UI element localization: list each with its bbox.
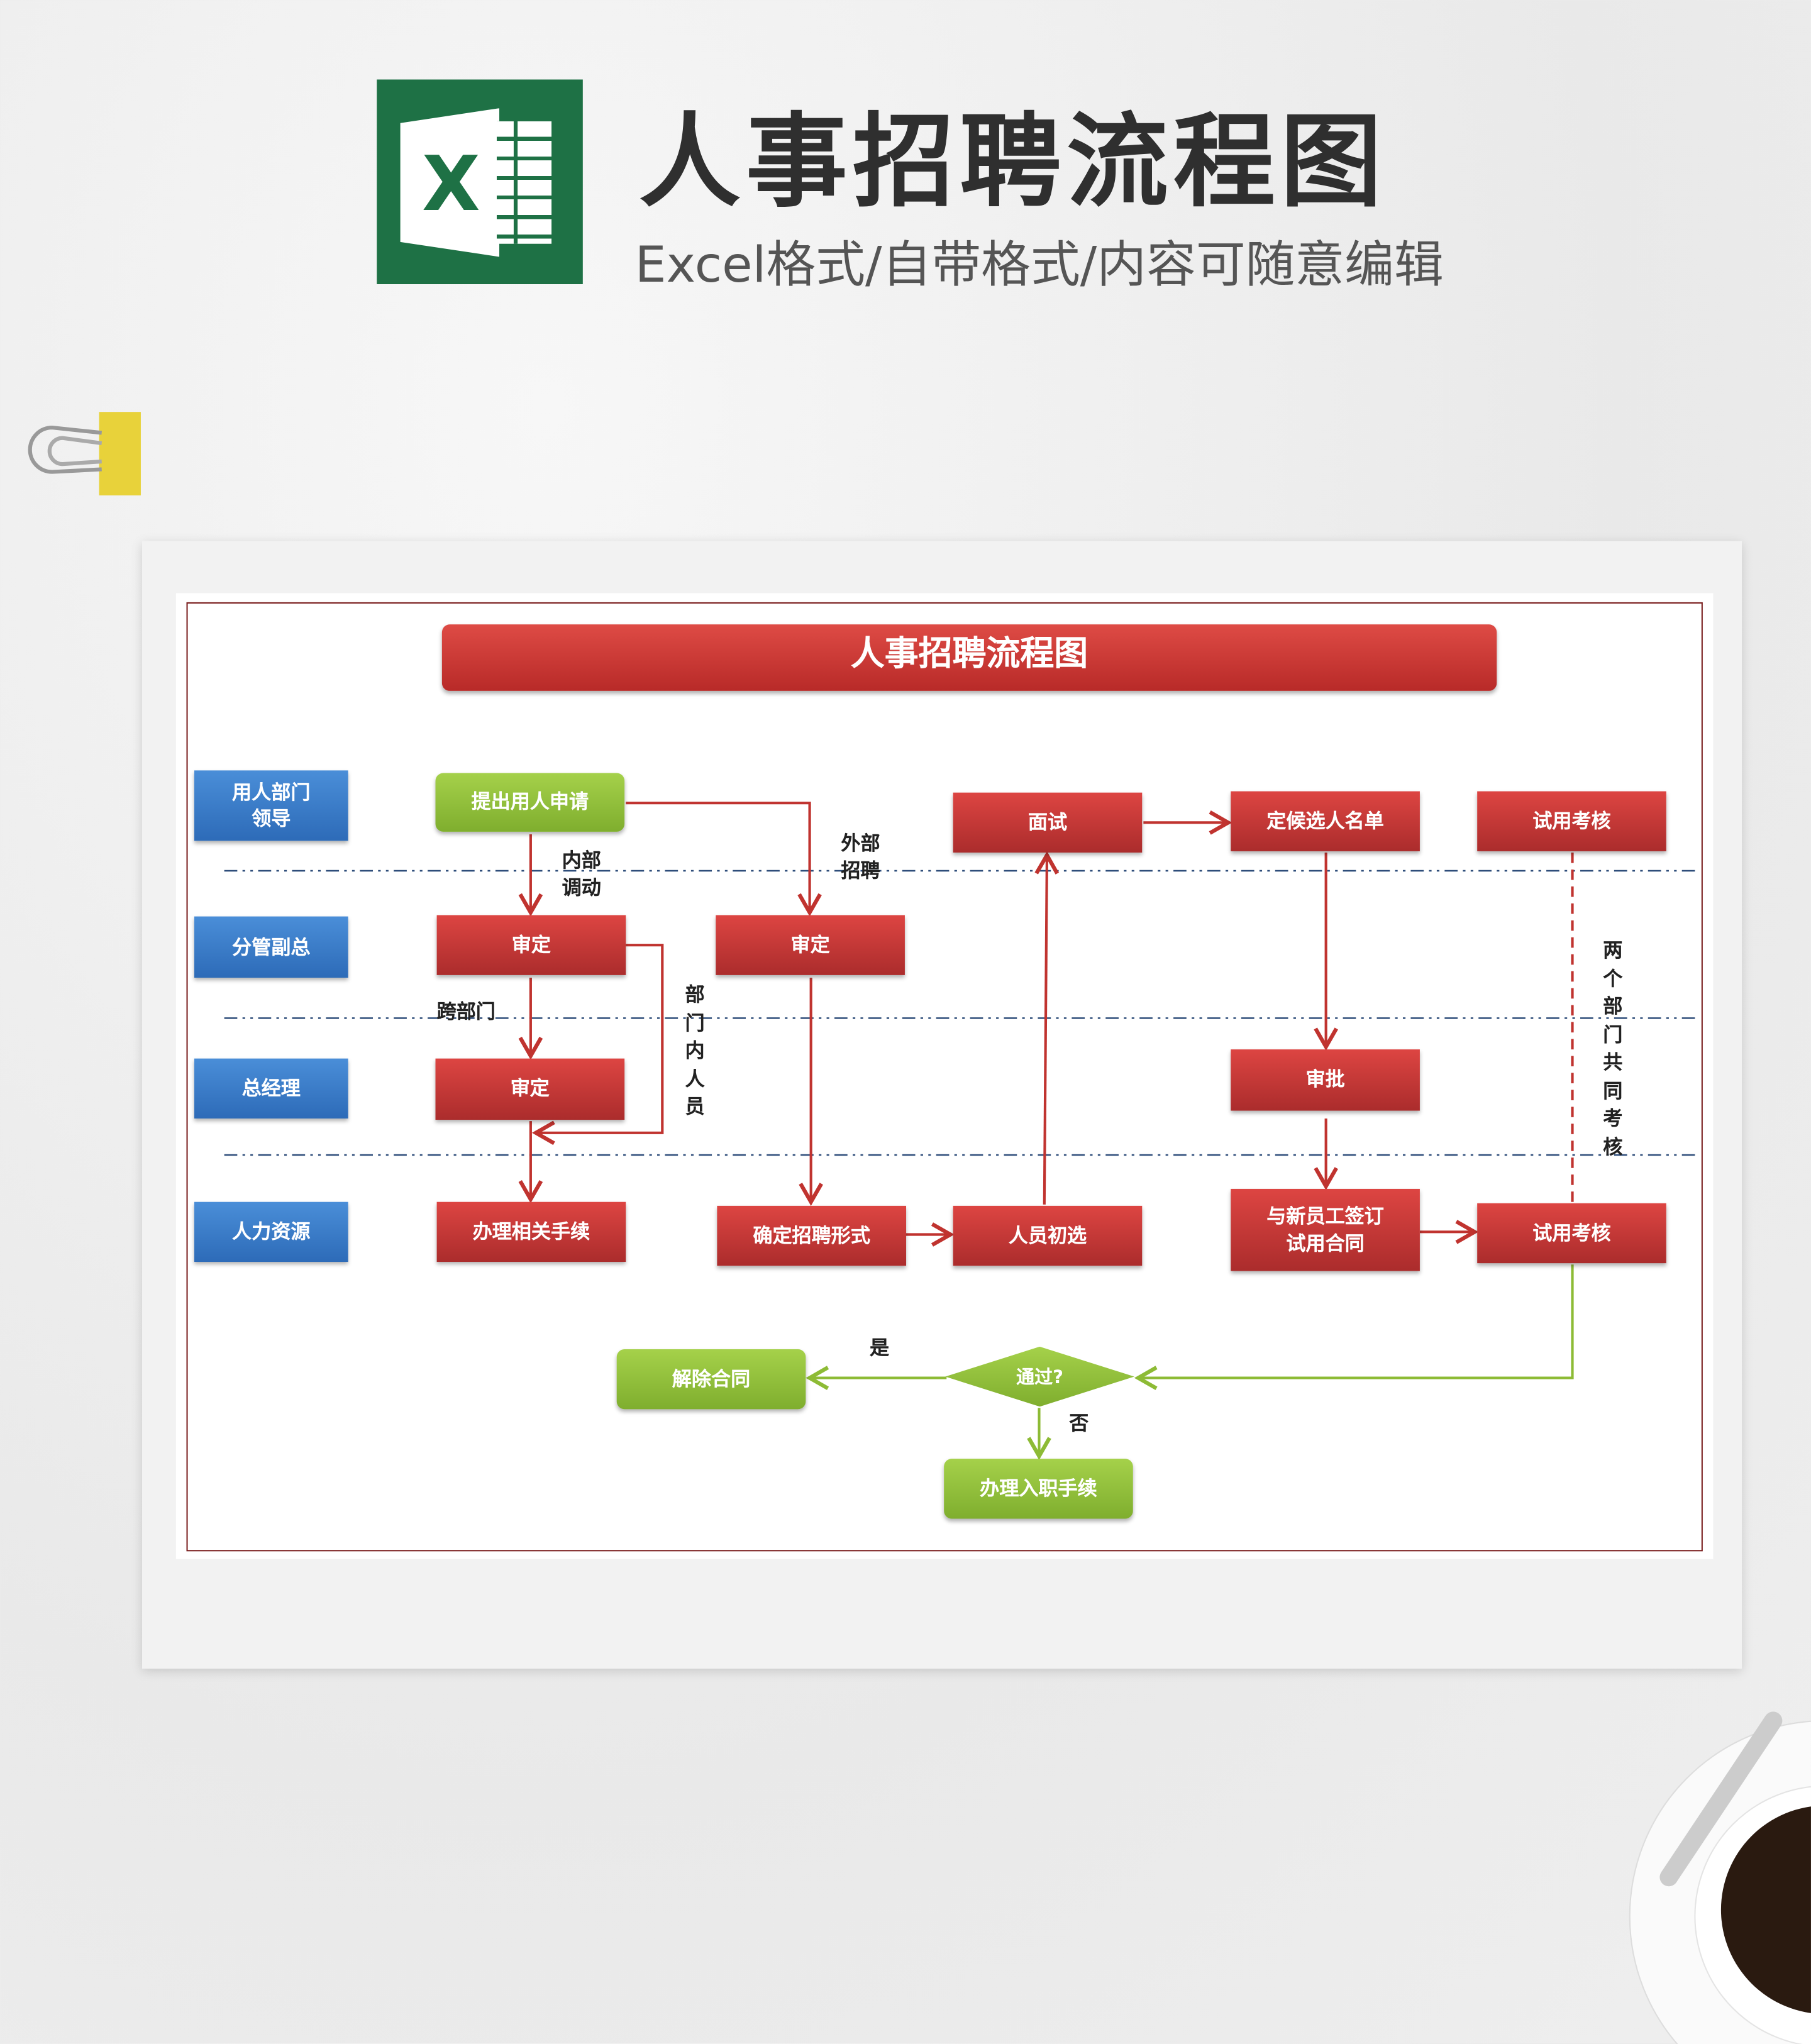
- sheet: [175, 593, 1714, 1559]
- diagram-title: 人事招聘流程图: [441, 624, 1497, 691]
- node-sign-contract: 与新员工签订 试用合同: [1231, 1188, 1420, 1271]
- node-review-gm: 审定: [435, 1058, 625, 1120]
- binder-clip-icon: [28, 412, 141, 495]
- node-shortlist: 定候选人名单: [1231, 791, 1420, 851]
- node-approve: 审批: [1231, 1049, 1420, 1111]
- coffee-cup-icon: [1629, 1711, 1811, 2044]
- node-trial-bottom: 试用考核: [1477, 1203, 1666, 1264]
- node-onboard: 办理入职手续: [944, 1459, 1133, 1519]
- label-cross-dept: 跨部门: [436, 1000, 496, 1024]
- green-arrows: [806, 1264, 1574, 1461]
- node-confirm-form: 确定招聘形式: [717, 1205, 907, 1266]
- label-internal: 内部 调动: [562, 848, 601, 900]
- node-review-external: 审定: [716, 915, 905, 975]
- lane-vice-president: 分管副总: [194, 916, 348, 978]
- node-screening: 人员初选: [953, 1205, 1143, 1266]
- label-yes: 是: [869, 1336, 890, 1360]
- label-joint-review: 两个部门共同考核: [1603, 938, 1623, 1159]
- lane-department-leader: 用人部门 领导: [194, 770, 348, 841]
- red-arrows: [518, 802, 1479, 1247]
- lane-dividers: [224, 870, 1695, 1156]
- node-review-vp: 审定: [436, 915, 626, 975]
- node-apply: 提出用人申请: [435, 773, 625, 832]
- node-terminate: 解除合同: [616, 1349, 806, 1410]
- lane-general-manager: 总经理: [194, 1058, 348, 1119]
- node-trial-top: 试用考核: [1477, 791, 1666, 851]
- excel-logo: X: [377, 79, 583, 285]
- page-title: 人事招聘流程图: [638, 104, 1388, 222]
- label-within-dept: 部门内人员: [685, 983, 705, 1119]
- label-no: 否: [1069, 1411, 1089, 1435]
- node-interview: 面试: [953, 792, 1143, 853]
- sheet-border: [186, 602, 1703, 1552]
- node-handle-procedures: 办理相关手续: [436, 1202, 626, 1262]
- label-external: 外部 招聘: [841, 831, 880, 883]
- lane-hr: 人力资源: [194, 1202, 348, 1262]
- page-subtitle: Excel格式/自带格式/内容可随意编辑: [634, 236, 1444, 294]
